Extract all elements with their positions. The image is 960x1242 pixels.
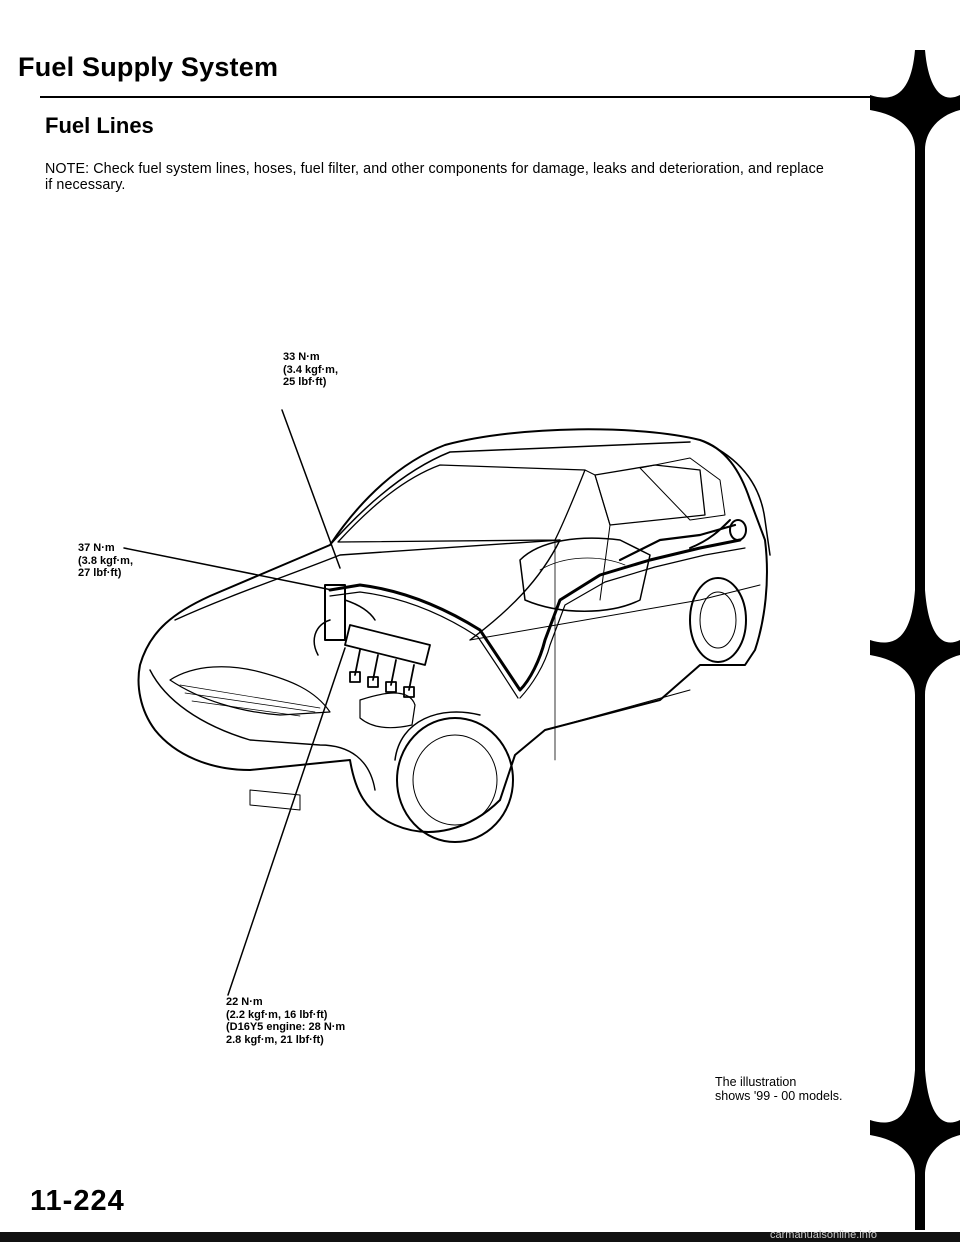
note-text-line-1: NOTE: Check fuel system lines, hoses, fu…	[45, 161, 824, 177]
watermark: carmanualsonline.info	[770, 1229, 878, 1241]
front-wheel	[396, 717, 514, 843]
callout-left-line-3: 27 lbf·ft)	[78, 567, 122, 579]
callout-bottom-line-3: (D16Y5 engine: 28 N·m	[226, 1021, 346, 1033]
page-title: Fuel Supply System	[18, 52, 279, 82]
callout-left-line-2: (3.8 kgf·m,	[78, 554, 134, 567]
callout-left-line-1: 37 N·m	[78, 542, 115, 554]
windshield	[337, 464, 586, 543]
leader-line-bottom	[227, 647, 346, 996]
page-number: 11-224	[30, 1185, 125, 1217]
title-rule	[40, 96, 870, 98]
fog-light	[249, 789, 301, 811]
caption-line-2: shows '99 - 00 models.	[715, 1089, 843, 1103]
caption-line-1: The illustration	[715, 1075, 797, 1089]
hood-line	[174, 539, 561, 641]
note-text-line-2: if necessary.	[45, 177, 126, 193]
grille	[169, 666, 331, 716]
fuel-filter	[324, 584, 346, 641]
callout-top-line-2: (3.4 kgf·m,	[283, 363, 339, 376]
pillar	[584, 469, 611, 601]
fuel-tank	[519, 537, 651, 612]
leader-line-left	[123, 547, 333, 591]
callout-bottom-line-4: 2.8 kgf·m, 21 lbf·ft)	[226, 1033, 324, 1046]
roof-line	[329, 441, 691, 546]
torque-callout-top: 33 N·m (3.4 kgf·m, 25 lbf·ft)	[283, 351, 338, 389]
torque-callout-bottom: 22 N·m (2.2 kgf·m, 16 lbf·ft) (D16Y5 eng…	[226, 996, 345, 1046]
car-body-outline	[137, 428, 768, 833]
side-window	[639, 457, 726, 521]
rear-window	[594, 464, 706, 526]
fuel-rail	[344, 624, 431, 666]
torque-callout-left: 37 N·m (3.8 kgf·m, 27 lbf·ft)	[78, 542, 133, 580]
callout-top-line-1: 33 N·m	[283, 351, 320, 363]
filler-neck	[689, 519, 731, 549]
fuel-injectors	[349, 649, 415, 698]
illustration-caption: The illustration shows '99 - 00 models.	[715, 1075, 842, 1103]
section-title: Fuel Lines	[45, 113, 154, 138]
front-bumper	[149, 669, 376, 791]
headlight	[359, 692, 416, 729]
rear-end	[699, 439, 771, 556]
callout-bottom-line-2: (2.2 kgf·m, 16 lbf·ft)	[226, 1008, 328, 1021]
callout-bottom-line-1: 22 N·m	[226, 996, 263, 1008]
callout-top-line-3: 25 lbf·ft)	[283, 376, 327, 388]
rear-wheel	[689, 577, 747, 663]
fuel-line-bundle	[328, 538, 742, 692]
binder-marks	[870, 50, 960, 1230]
leader-line-top	[281, 409, 341, 569]
bottom-bar	[0, 1232, 960, 1242]
